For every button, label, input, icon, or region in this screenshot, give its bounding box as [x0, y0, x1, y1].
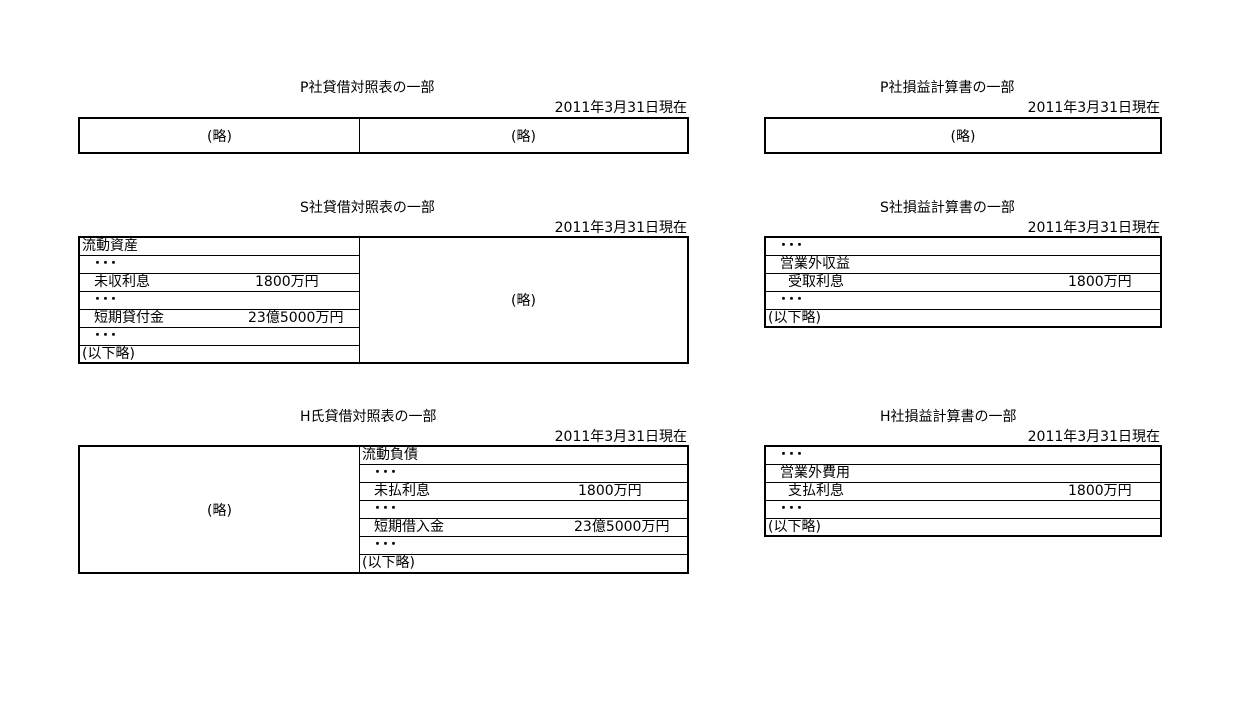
s-pl-table: ･･･ 営業外収益 受取利息 1800万円 ･･･ (以下略) — [764, 236, 1162, 328]
table-row: ･･･ — [766, 292, 1160, 310]
row-label: 流動資産 — [82, 238, 138, 254]
s-bs-divider — [359, 238, 360, 362]
row-label: ･･･ — [374, 501, 398, 517]
table-row: (以下略) — [80, 346, 359, 364]
table-row: 営業外費用 — [766, 465, 1160, 483]
row-label: (以下略) — [768, 310, 821, 326]
table-row: 未収利息 1800万円 — [80, 274, 359, 292]
table-row: ･･･ — [766, 238, 1160, 256]
row-amount: 23億5000万円 — [248, 310, 344, 326]
row-label: 営業外収益 — [780, 256, 850, 272]
table-row: (以下略) — [766, 519, 1160, 537]
row-label: 未収利息 — [94, 274, 150, 290]
row-label: 受取利息 — [788, 274, 844, 290]
h-pl-title: H社損益計算書の一部 — [880, 409, 1017, 425]
table-row: ･･･ — [766, 501, 1160, 519]
p-pl-table: (略) — [764, 117, 1162, 154]
table-row: ･･･ — [80, 256, 359, 274]
row-label: (以下略) — [768, 519, 821, 535]
table-row: ･･･ — [80, 292, 359, 310]
p-bs-left-cell: (略) — [207, 128, 232, 145]
row-label: ･･･ — [374, 537, 398, 553]
row-amount: 1800万円 — [1068, 274, 1132, 290]
row-label: ･･･ — [94, 328, 118, 344]
p-pl-asof: 2011年3月31日現在 — [1027, 100, 1160, 116]
h-bs-table: (略) 流動負債 ･･･ 未払利息 1800万円 ･･･ 短期借入金 23億5000… — [78, 445, 689, 574]
p-bs-table: (略) (略) — [78, 117, 689, 154]
h-bs-left-cell: (略) — [207, 502, 232, 519]
row-label: ･･･ — [374, 465, 398, 481]
row-label: ･･･ — [94, 256, 118, 272]
table-row: ･･･ — [360, 501, 687, 519]
row-label: 未払利息 — [374, 483, 430, 499]
s-pl-title: S社損益計算書の一部 — [880, 200, 1015, 216]
h-bs-title: H氏貸借対照表の一部 — [300, 409, 437, 425]
s-bs-title: S社貸借対照表の一部 — [300, 200, 435, 216]
row-label: ･･･ — [780, 238, 804, 254]
table-row: 未払利息 1800万円 — [360, 483, 687, 501]
row-label: 支払利息 — [788, 483, 844, 499]
row-label: 短期貸付金 — [94, 310, 164, 326]
p-pl-body-cell: (略) — [950, 128, 976, 145]
row-amount: 1800万円 — [1068, 483, 1132, 499]
row-label: 流動負債 — [362, 447, 418, 463]
h-bs-asof: 2011年3月31日現在 — [554, 429, 687, 445]
row-amount: 1800万円 — [255, 274, 319, 290]
table-row: 支払利息 1800万円 — [766, 483, 1160, 501]
row-amount: 23億5000万円 — [574, 519, 670, 535]
h-bs-divider — [359, 447, 360, 572]
p-bs-right-cell: (略) — [511, 128, 536, 145]
table-row: 短期貸付金 23億5000万円 — [80, 310, 359, 328]
s-bs-asof: 2011年3月31日現在 — [554, 220, 687, 236]
table-row: 受取利息 1800万円 — [766, 274, 1160, 292]
h-bs-liabilities-column: 流動負債 ･･･ 未払利息 1800万円 ･･･ 短期借入金 23億5000万円 ･… — [360, 447, 687, 572]
table-row: 流動負債 — [360, 447, 687, 465]
row-label: 短期借入金 — [374, 519, 444, 535]
h-pl-table: ･･･ 営業外費用 支払利息 1800万円 ･･･ (以下略) — [764, 445, 1162, 537]
table-row: ･･･ — [80, 328, 359, 346]
p-bs-divider — [359, 119, 360, 152]
s-pl-asof: 2011年3月31日現在 — [1027, 220, 1160, 236]
row-label: ･･･ — [780, 501, 804, 517]
p-bs-title: P社貸借対照表の一部 — [300, 80, 435, 96]
s-bs-assets-column: 流動資産 ･･･ 未収利息 1800万円 ･･･ 短期貸付金 23億5000万円 ･… — [80, 238, 359, 362]
table-row: 短期借入金 23億5000万円 — [360, 519, 687, 537]
s-bs-table: 流動資産 ･･･ 未収利息 1800万円 ･･･ 短期貸付金 23億5000万円 ･… — [78, 236, 689, 364]
s-bs-right-cell: (略) — [511, 293, 536, 309]
table-row: ･･･ — [360, 465, 687, 483]
row-label: ･･･ — [780, 292, 804, 308]
table-row: (以下略) — [766, 310, 1160, 328]
table-row: ･･･ — [766, 447, 1160, 465]
row-label: 営業外費用 — [780, 465, 850, 481]
p-pl-title: P社損益計算書の一部 — [880, 80, 1015, 96]
row-label: ･･･ — [780, 447, 804, 463]
h-pl-asof: 2011年3月31日現在 — [1027, 429, 1160, 445]
table-row: 流動資産 — [80, 238, 359, 256]
row-label: (以下略) — [362, 555, 415, 571]
row-amount: 1800万円 — [578, 483, 642, 499]
table-row: ･･･ — [360, 537, 687, 555]
table-row: (以下略) — [360, 555, 687, 573]
table-row: 営業外収益 — [766, 256, 1160, 274]
row-label: ･･･ — [94, 292, 118, 308]
row-label: (以下略) — [82, 346, 135, 362]
p-bs-asof: 2011年3月31日現在 — [554, 100, 687, 116]
